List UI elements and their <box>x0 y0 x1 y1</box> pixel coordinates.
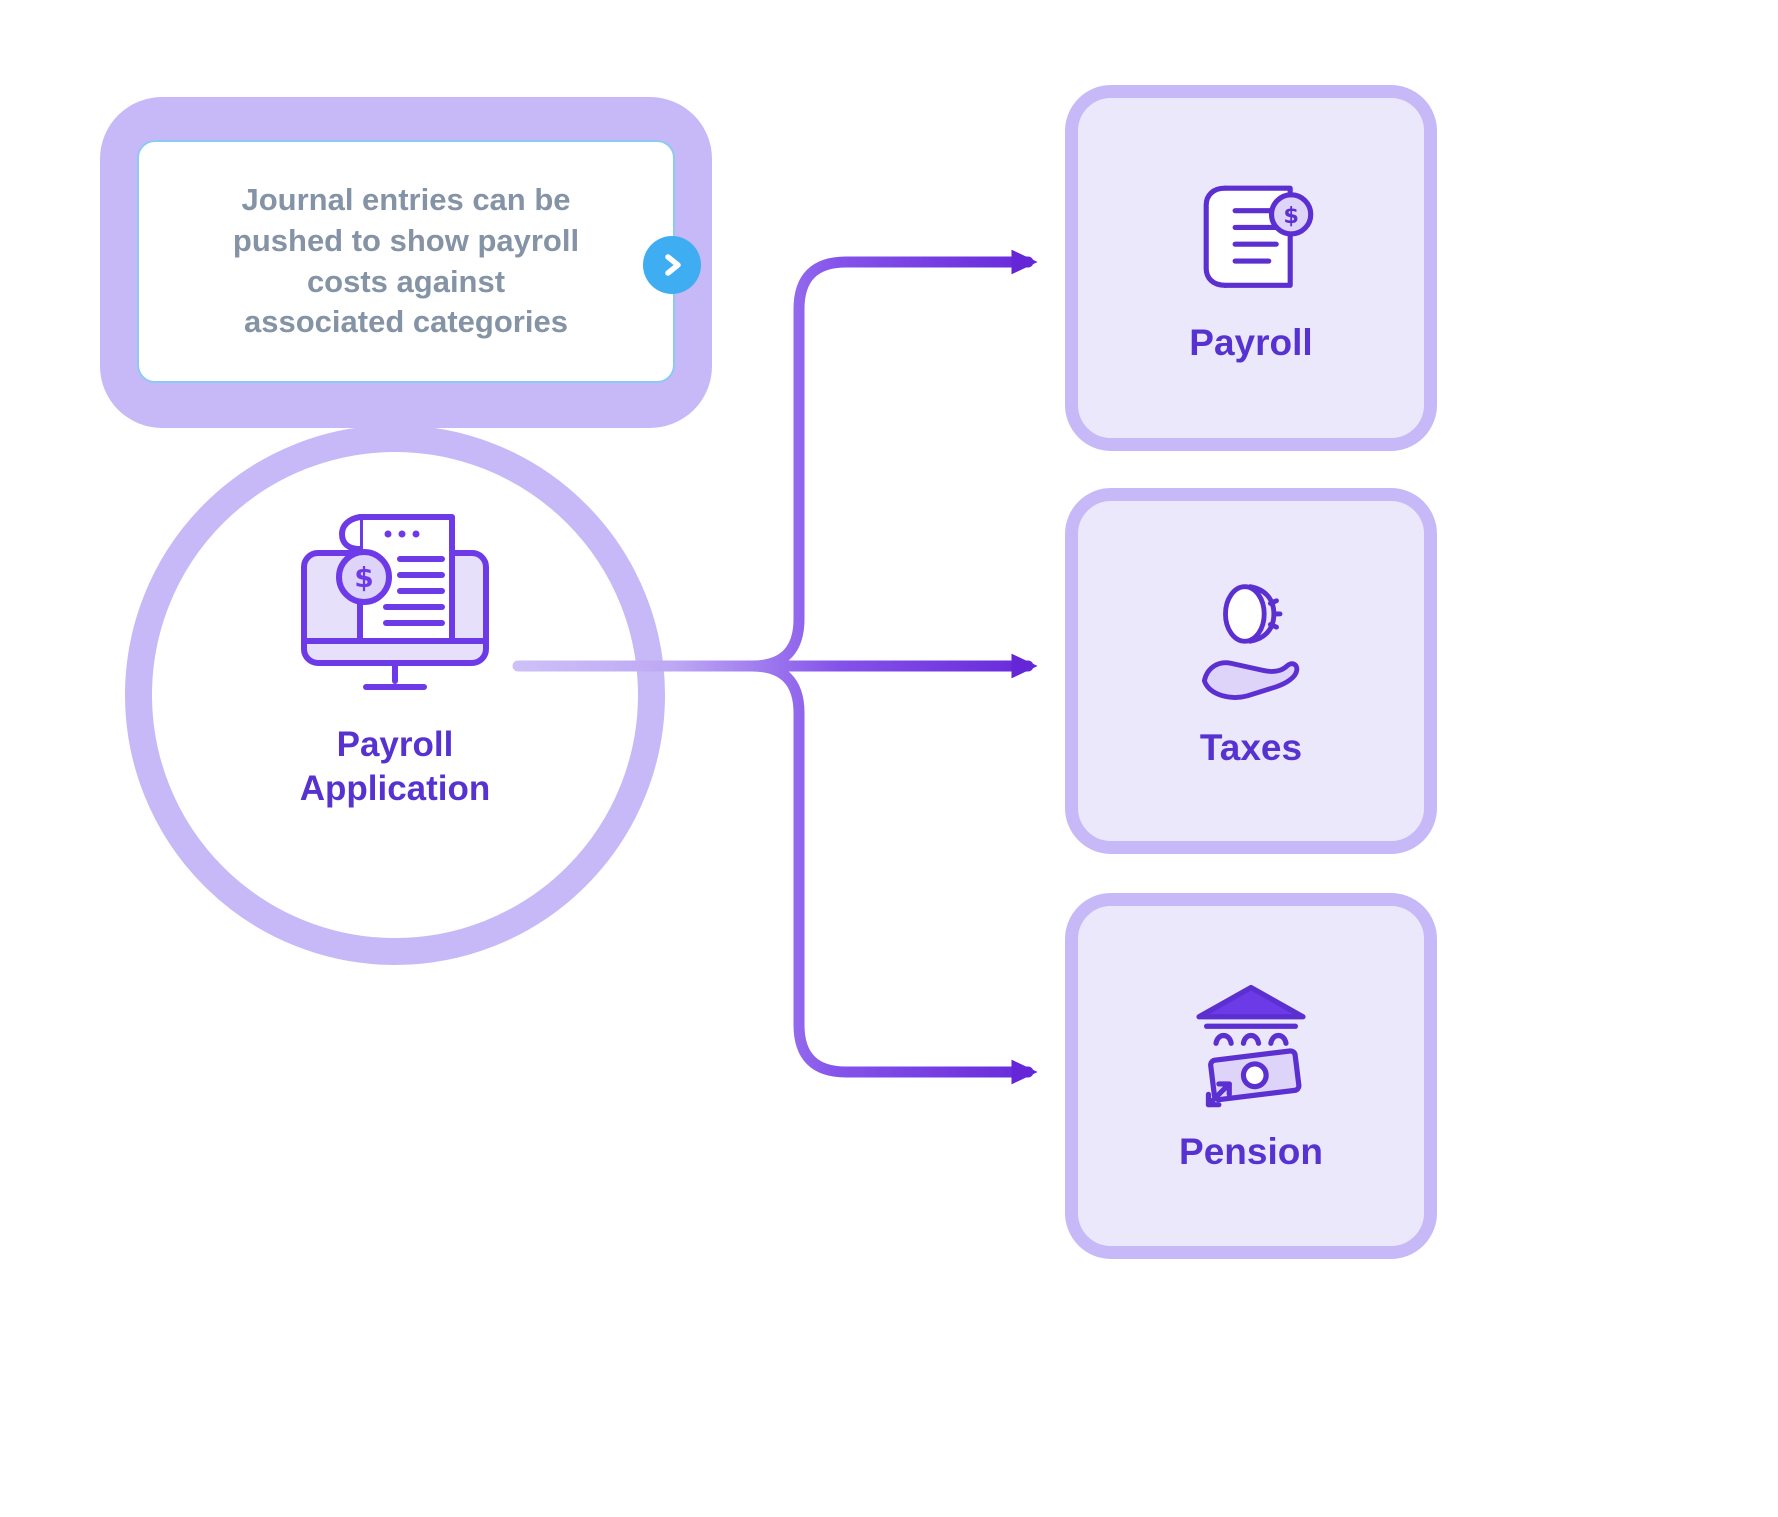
hub-payroll-application: $ Payroll Application <box>125 425 665 965</box>
hub-label: Payroll Application <box>299 725 491 808</box>
node-label-taxes: Taxes <box>1199 727 1303 768</box>
callout-text: Journal entries can be pushed to show pa… <box>232 181 580 340</box>
node-label-payroll: Payroll <box>1189 321 1313 363</box>
payroll-application-monitor-icon: $ <box>301 514 489 691</box>
callout: Journal entries can be pushed to show pa… <box>100 97 712 428</box>
callout-card: Journal entries can be pushed to show pa… <box>137 140 675 383</box>
callout-next-button[interactable] <box>643 236 701 294</box>
arrow-to-pension <box>594 660 1038 1085</box>
payroll-document-dollar-icon: $ <box>1203 185 1314 288</box>
chevron-right-icon <box>665 254 681 276</box>
node-card-taxes: Taxes <box>1065 488 1437 854</box>
coin-in-hand-icon <box>1201 584 1300 700</box>
bank-banknote-icon <box>1196 984 1306 1108</box>
node-label-pension: Pension <box>1179 1131 1323 1172</box>
node-card-pension: Pension <box>1065 893 1437 1259</box>
node-card-payroll: $ Payroll <box>1065 85 1437 451</box>
svg-text:$: $ <box>354 561 373 594</box>
svg-text:$: $ <box>1283 202 1299 228</box>
